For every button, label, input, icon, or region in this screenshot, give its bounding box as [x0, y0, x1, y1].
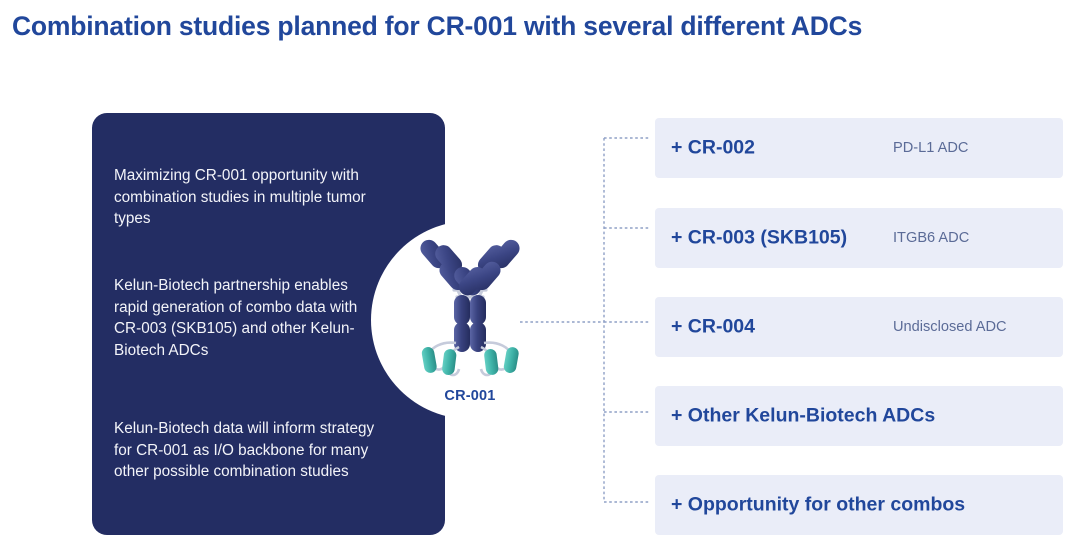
antibody-icon — [399, 235, 541, 385]
combo-row[interactable]: + CR-002 PD-L1 ADC — [655, 118, 1063, 178]
summary-paragraph-2: Kelun-Biotech partnership enables rapid … — [114, 277, 358, 359]
combo-row[interactable]: + CR-003 (SKB105) ITGB6 ADC — [655, 208, 1063, 268]
combo-name: + CR-003 (SKB105) — [671, 226, 848, 249]
combo-row[interactable]: + Opportunity for other combos — [655, 475, 1063, 535]
combo-name: + CR-004 — [671, 315, 755, 338]
summary-paragraph-3: Kelun-Biotech data will inform strategy … — [114, 420, 375, 480]
combo-descriptor: Undisclosed ADC — [893, 319, 1007, 335]
combo-row[interactable]: + Other Kelun-Biotech ADCs — [655, 386, 1063, 446]
combo-name: + Opportunity for other combos — [671, 493, 966, 516]
molecule-circle-backdrop — [371, 221, 569, 419]
combo-descriptor: ITGB6 ADC — [893, 230, 970, 246]
molecule-label: CR-001 — [444, 388, 496, 404]
combo-row[interactable]: + CR-004 Undisclosed ADC — [655, 297, 1063, 357]
summary-paragraph-1: Maximizing CR-001 opportunity with combi… — [114, 167, 366, 227]
page-title: Combination studies planned for CR-001 w… — [12, 11, 863, 41]
connector-lines — [520, 110, 665, 530]
combo-name: + Other Kelun-Biotech ADCs — [671, 404, 936, 427]
combo-name: + CR-002 — [671, 136, 755, 159]
combo-descriptor: PD-L1 ADC — [893, 140, 969, 156]
